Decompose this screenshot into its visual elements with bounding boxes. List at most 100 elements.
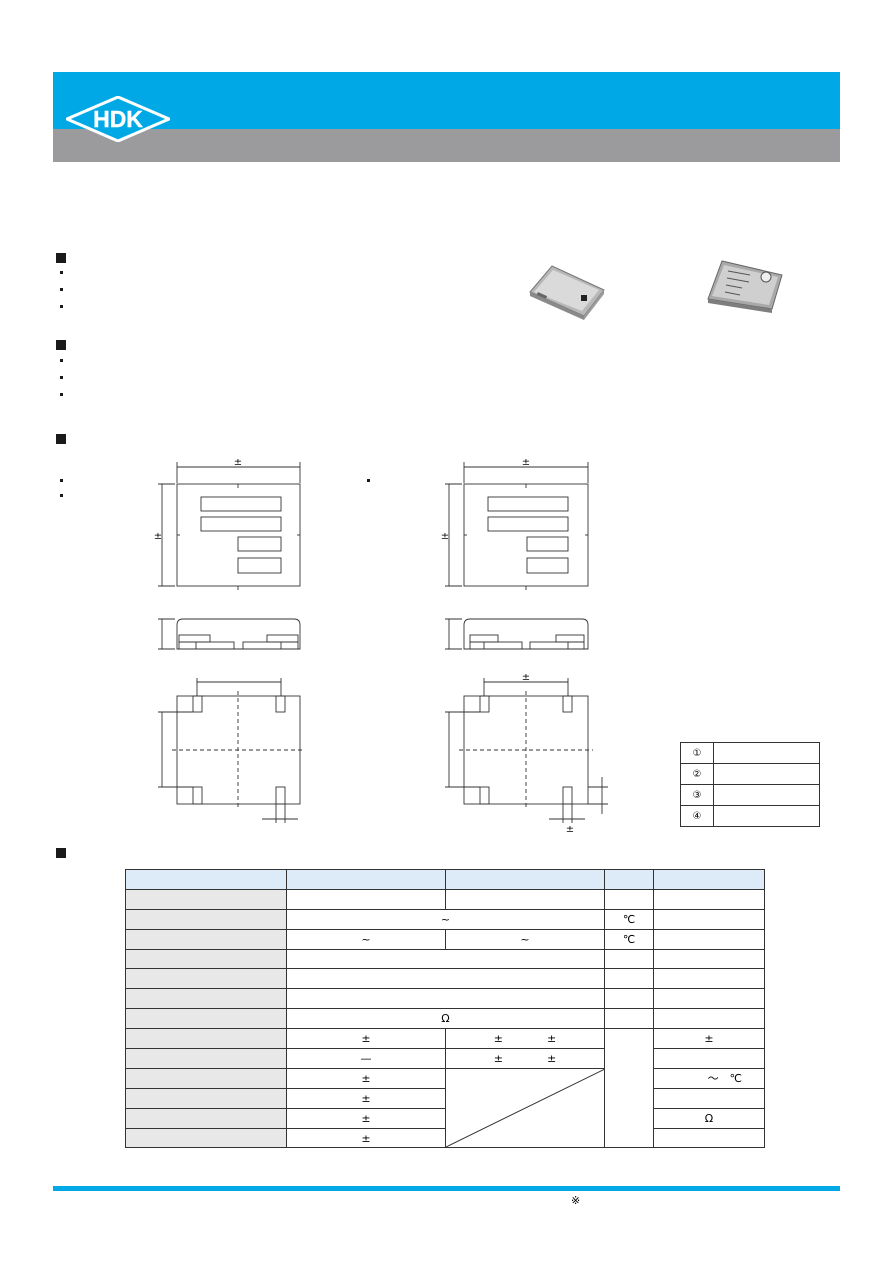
- pin-number: ③: [680, 784, 714, 806]
- spec-note: ±: [653, 1028, 765, 1050]
- pin-name: [713, 805, 820, 827]
- spec-value: ±: [286, 1067, 446, 1089]
- spec-label: [125, 1127, 287, 1149]
- spec-value: ±±: [445, 1048, 605, 1069]
- bullet: [60, 479, 63, 482]
- pin-connection-table: ① ② ③ ④: [680, 742, 820, 827]
- spec-label: [125, 928, 287, 950]
- spec-label: [125, 908, 287, 930]
- spec-value: ±: [286, 1028, 446, 1050]
- spec-unit-merged: [604, 1028, 654, 1149]
- spec-note: [653, 1008, 765, 1030]
- pin-name: [713, 763, 820, 785]
- spec-note: [653, 908, 765, 930]
- header-cell: [286, 869, 446, 890]
- pin-number: ④: [680, 805, 714, 827]
- spec-label: [125, 1107, 287, 1129]
- spec-label: [125, 1028, 287, 1050]
- product-photo-a: [529, 265, 605, 320]
- header-band: [53, 72, 840, 129]
- bullet: [60, 393, 63, 396]
- spec-row: Ω: [125, 1008, 765, 1030]
- spec-unit: [604, 968, 654, 990]
- header-cell: [445, 869, 605, 890]
- spec-row: ±: [125, 1087, 765, 1109]
- hdk-logo: HDK: [66, 96, 170, 142]
- spec-unit: [604, 948, 654, 970]
- spec-note: [653, 948, 765, 970]
- spec-note: [653, 968, 765, 990]
- footer-note: ※: [571, 1194, 581, 1207]
- spec-unit: [604, 888, 654, 910]
- spec-row: — ±±: [125, 1048, 765, 1069]
- spec-note: [653, 1048, 765, 1069]
- header-cell: [125, 869, 287, 890]
- header-cell: [653, 869, 765, 890]
- spec-unit: ℃: [604, 908, 654, 930]
- spec-not-applicable: [445, 1067, 605, 1149]
- section-marker-specifications: [56, 848, 66, 858]
- dim-width-right: ±: [522, 457, 530, 468]
- bullet: [367, 479, 370, 482]
- spec-note: Ω: [653, 1107, 765, 1129]
- spec-value: [445, 888, 605, 910]
- bullet: [60, 288, 63, 291]
- spec-note: [653, 888, 765, 910]
- pin-number: ②: [680, 763, 714, 785]
- dim-pad-width-right: ±: [566, 824, 574, 835]
- spec-row: [125, 948, 765, 970]
- dim-height-left: ±: [154, 531, 162, 542]
- spec-note: ～ ℃: [653, 1067, 765, 1089]
- spec-value: ~: [445, 928, 605, 950]
- spec-value: [286, 948, 605, 970]
- spec-row: ~~℃: [125, 928, 765, 950]
- bullet: [60, 376, 63, 379]
- footer-band: [53, 1186, 840, 1191]
- spec-note: [653, 1127, 765, 1149]
- bullet: [60, 359, 63, 362]
- spec-row: [125, 988, 765, 1010]
- bullet: [60, 305, 63, 308]
- dimension-drawings: ± ± ± ± ± ±: [154, 457, 608, 835]
- section-marker-applications: [56, 340, 66, 350]
- pin-number: ①: [680, 742, 714, 764]
- spec-unit: [604, 988, 654, 1010]
- spec-label: [125, 1067, 287, 1089]
- pin-row: ②: [680, 763, 820, 785]
- pin-row: ①: [680, 742, 820, 764]
- spec-value: ±: [286, 1107, 446, 1129]
- spec-header-row: [125, 869, 765, 890]
- pin-name: [713, 742, 820, 764]
- spec-row: ± ±± ±: [125, 1028, 765, 1149]
- section-marker-features: [56, 253, 66, 263]
- spec-value-a: ±: [493, 1032, 503, 1046]
- bullet: [60, 494, 63, 497]
- diagonal-line: [446, 1069, 605, 1148]
- spec-row: ~℃: [125, 908, 765, 930]
- specification-table: ~℃ ~~℃ Ω ± ±± ± — ±± ± ～ ℃ ± ±Ω ±: [125, 869, 765, 1149]
- spec-row: ±Ω: [125, 1107, 765, 1129]
- spec-value: ~: [286, 908, 605, 930]
- spec-value-b: ±: [547, 1032, 557, 1046]
- dim-pad-pitch-right: ±: [522, 672, 530, 683]
- spec-row: ±: [125, 1127, 765, 1149]
- logo-text: HDK: [93, 106, 143, 132]
- spec-row: ± ～ ℃: [125, 1067, 765, 1149]
- spec-value: ±±: [445, 1028, 605, 1050]
- spec-value: —: [286, 1048, 446, 1069]
- spec-label: [125, 1008, 287, 1030]
- spec-label: [125, 888, 287, 910]
- product-photo-b: [707, 260, 783, 313]
- spec-value: [286, 968, 605, 990]
- pin-row: ④: [680, 805, 820, 827]
- spec-note: [653, 1087, 765, 1109]
- spec-note: [653, 928, 765, 950]
- header-cell: [604, 869, 654, 890]
- dim-width-left: ±: [234, 457, 242, 468]
- spec-row: [125, 968, 765, 990]
- spec-label: [125, 948, 287, 970]
- pin-row: ③: [680, 784, 820, 806]
- spec-value: ~: [286, 928, 446, 950]
- spec-row: [125, 888, 765, 910]
- spec-value-b: ±: [547, 1051, 557, 1065]
